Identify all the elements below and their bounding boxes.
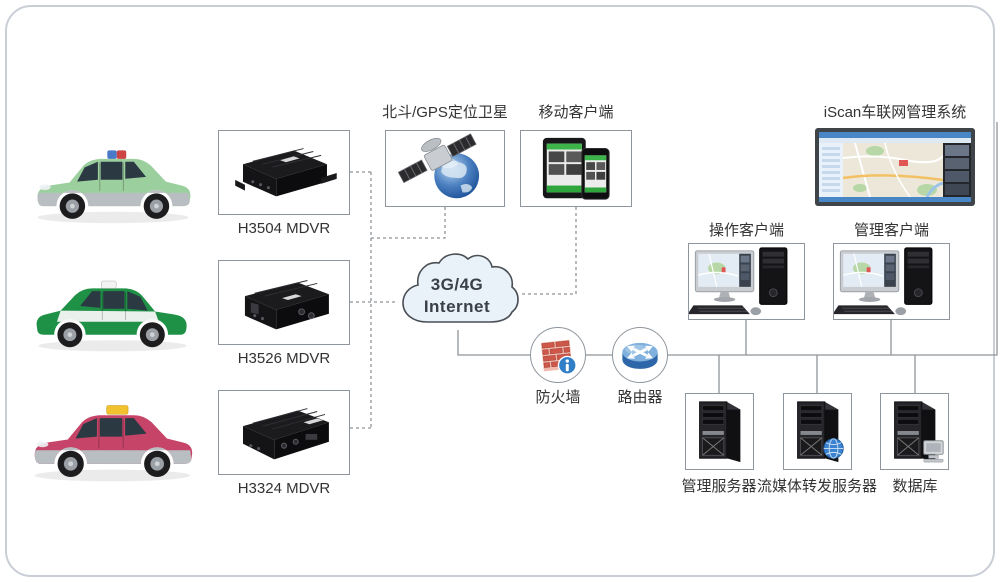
firewall-node: [530, 327, 586, 383]
satellite-box: [385, 130, 505, 207]
server-tower-icon: [699, 401, 741, 463]
management-client-box: [833, 243, 950, 320]
mobile-client-box: [520, 130, 632, 207]
firewall-icon: [540, 339, 577, 375]
streaming-server-label: 流媒体转发服务器: [757, 478, 878, 495]
database-label: 数据库: [892, 478, 938, 495]
database-box: [880, 393, 949, 470]
mdvr-device-icon: [244, 280, 329, 330]
iscan-system-label: iScan车联网管理系统: [823, 104, 967, 121]
management-server-label: 管理服务器: [681, 478, 757, 495]
mobile-client-label: 移动客户端: [538, 104, 614, 121]
green-taxi-icon: [28, 138, 198, 228]
desktop-computer-icon: [834, 247, 933, 316]
management-client-label: 管理客户端: [853, 222, 929, 239]
mdvr-h3504-label: H3504 MDVR: [237, 220, 331, 237]
mdvr-h3324-box: [218, 390, 350, 475]
satellite-globe-icon: [397, 133, 480, 199]
green-white-taxi-icon: [25, 268, 200, 356]
server-database-icon: [894, 401, 944, 463]
operation-client-label: 操作客户端: [708, 222, 784, 239]
tablet-phone-icon: [542, 137, 610, 200]
router-label: 路由器: [617, 389, 663, 406]
mdvr-h3526-label: H3526 MDVR: [237, 350, 331, 367]
mdvr-device-icon: [242, 408, 329, 460]
cloud-line1: 3G/4G: [431, 275, 484, 294]
internet-cloud: 3G/4G Internet: [393, 250, 523, 334]
cloud-line2: Internet: [424, 297, 490, 316]
firewall-label: 防火墙: [535, 389, 581, 406]
mdvr-h3324-label: H3324 MDVR: [237, 480, 331, 497]
iscan-monitor-icon: [815, 128, 975, 206]
management-server-box: [685, 393, 754, 470]
router-icon: [622, 342, 658, 369]
operation-client-box: [688, 243, 805, 320]
streaming-server-box: [783, 393, 852, 470]
red-taxi-icon: [25, 390, 200, 490]
router-node: [612, 327, 668, 383]
desktop-computer-icon: [689, 247, 788, 316]
mdvr-device-icon: [235, 148, 337, 197]
mdvr-h3526-box: [218, 260, 350, 345]
mdvr-h3504-box: [218, 130, 350, 215]
satellite-label: 北斗/GPS定位卫星: [382, 104, 508, 121]
server-globe-icon: [797, 401, 844, 463]
